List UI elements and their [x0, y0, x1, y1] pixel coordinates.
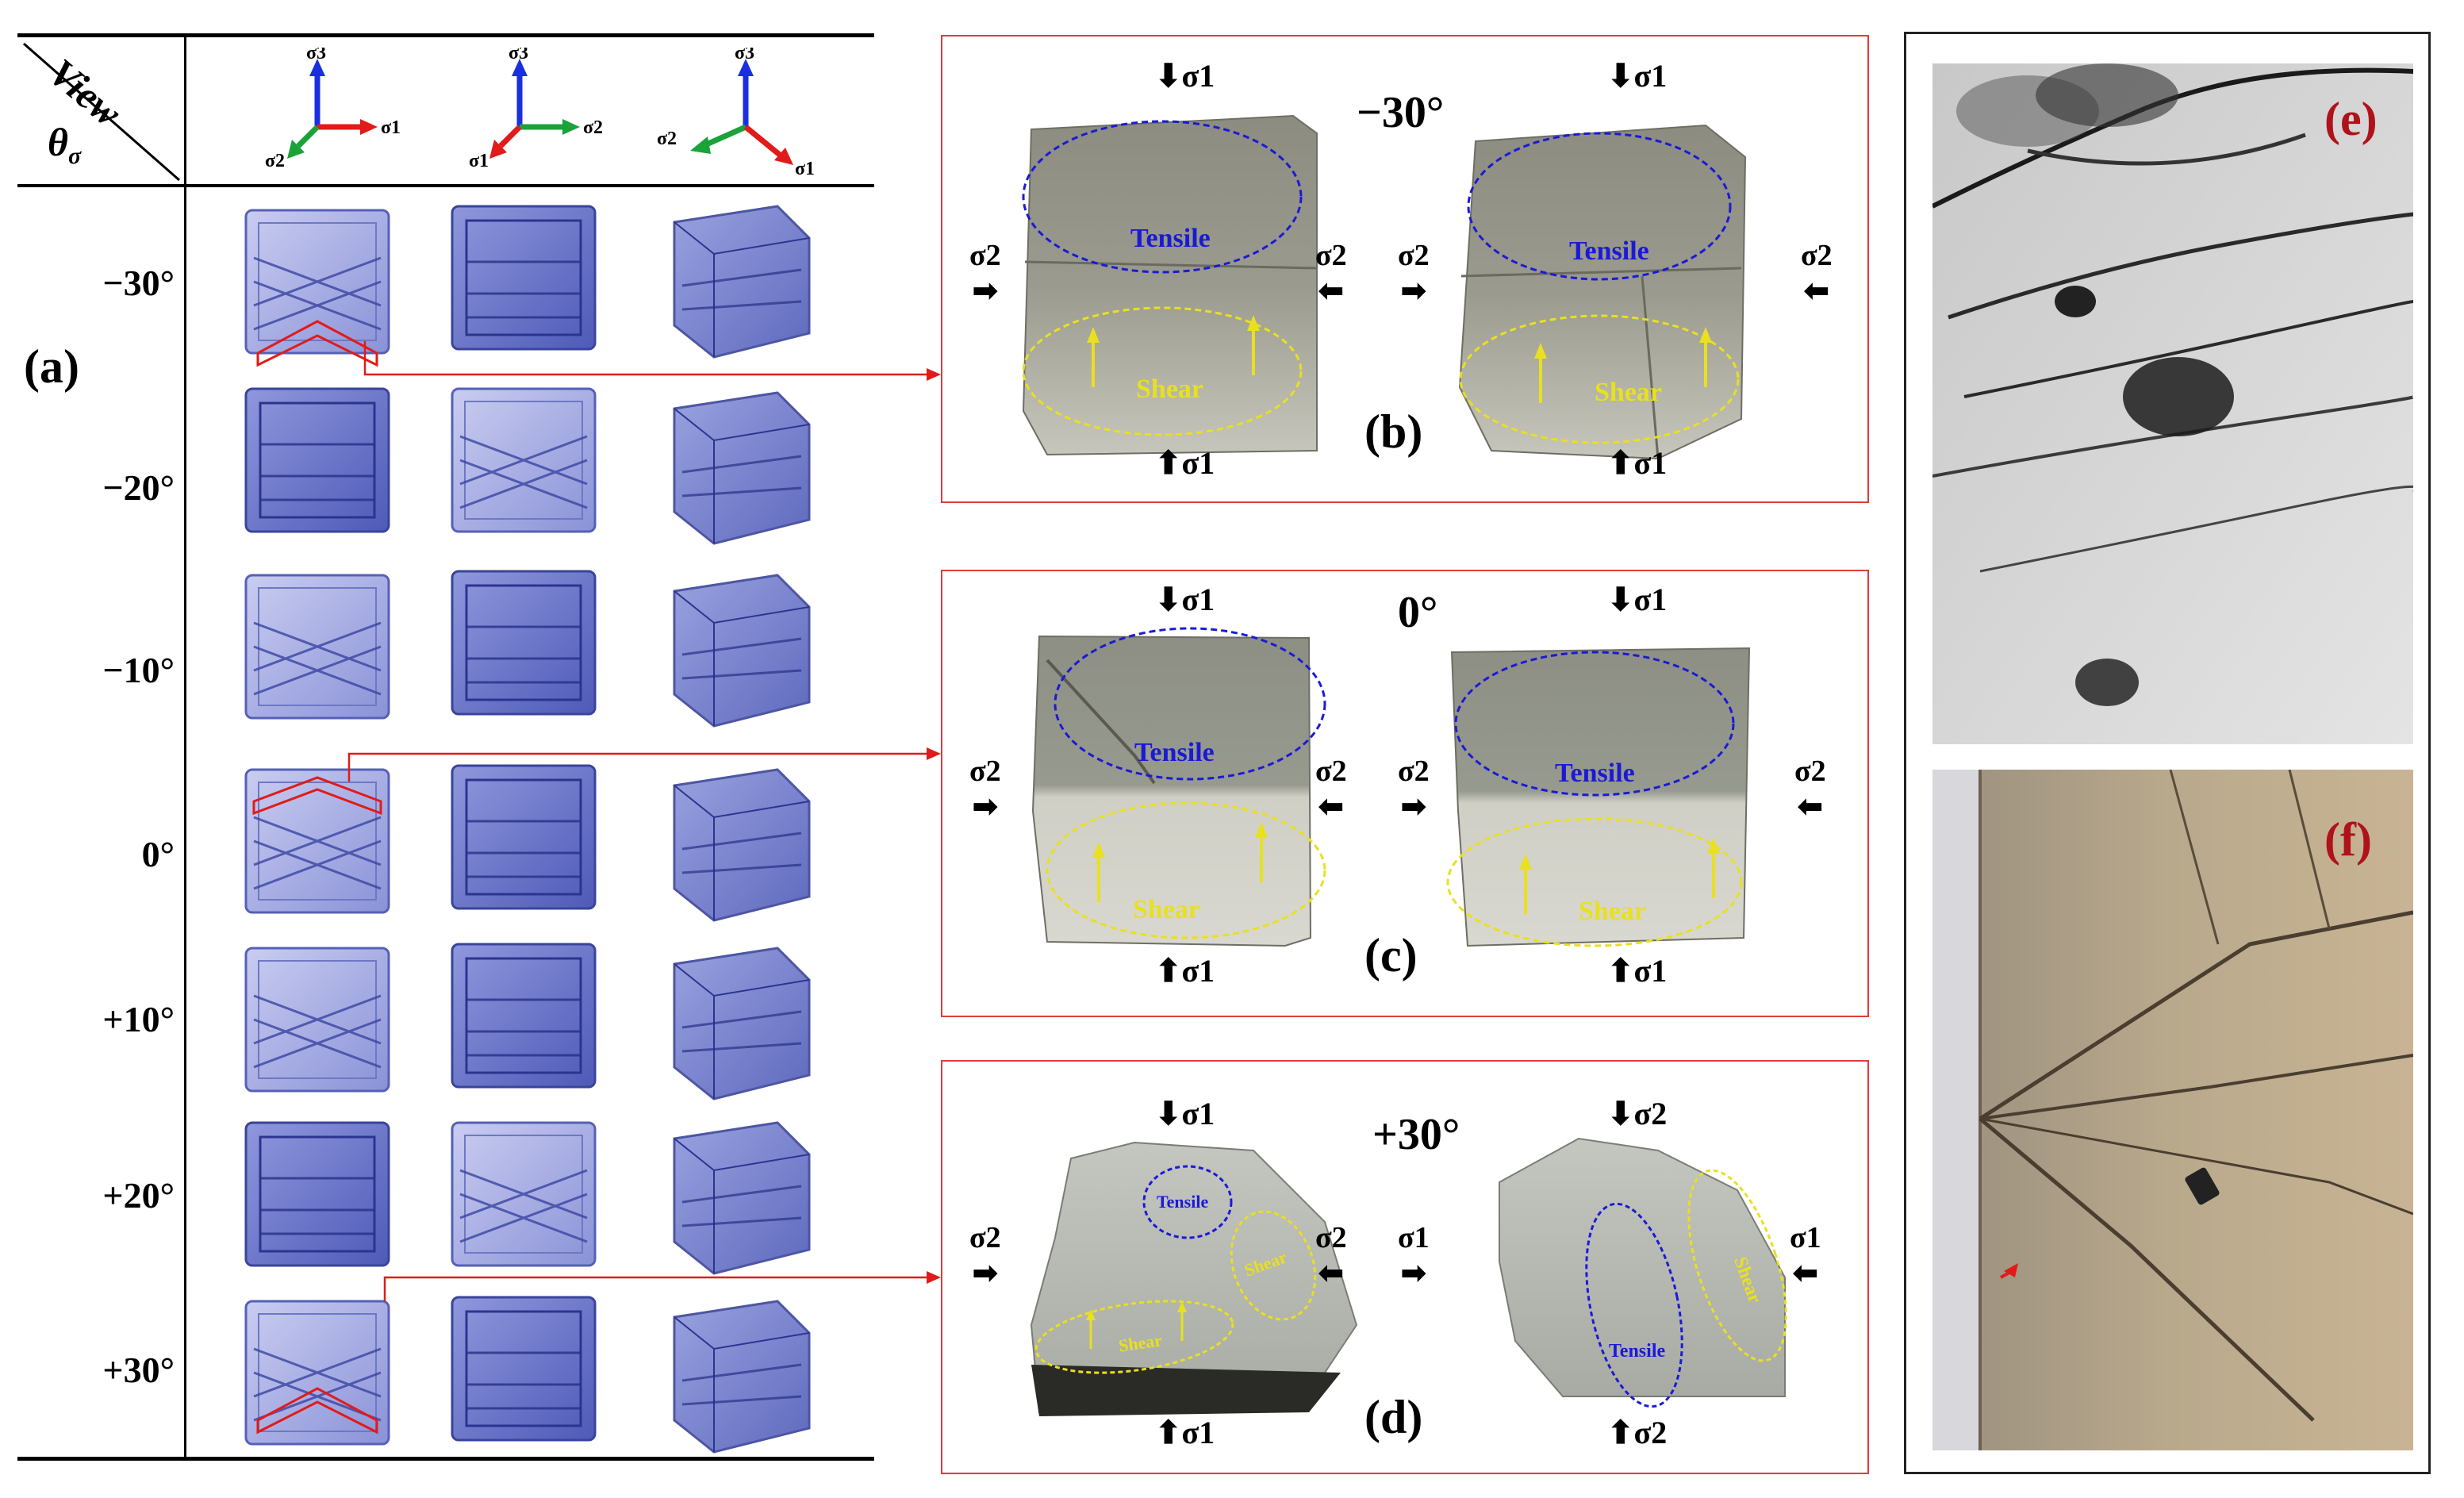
- axis-label-up: σ3: [735, 48, 754, 63]
- panel-d-left-left-stress: σ2➡: [969, 1221, 1001, 1290]
- panel-c-left-stress-1: σ2➡: [969, 755, 1001, 824]
- shear-zone-d1a: [1230, 1210, 1317, 1321]
- panel-d-angle: +30°: [1372, 1110, 1460, 1159]
- row-label-plus20: +20°: [102, 1175, 175, 1216]
- theta-symbol: θ: [48, 120, 68, 164]
- field-photo-e: [1932, 63, 2413, 744]
- header-diagonal: [23, 42, 180, 182]
- panel-d-tensile-2: Tensile: [1609, 1341, 1666, 1362]
- theta-label: θσ: [48, 119, 81, 170]
- panel-b-tensile-1: Tensile: [1130, 224, 1211, 253]
- panel-b-label: (b): [1364, 405, 1423, 458]
- row-label-plus10: +10°: [102, 999, 175, 1039]
- panel-b-left-stress-2: σ2➡: [1398, 239, 1430, 308]
- axis-label-right: σ2: [583, 117, 603, 138]
- table-top-rule: [17, 33, 874, 37]
- panel-ef-frame: [1904, 32, 2431, 1474]
- panel-c-tensile-2: Tensile: [1555, 759, 1635, 788]
- shear-zone-b1: [1022, 306, 1303, 436]
- shear-zone-c1: [1046, 801, 1326, 939]
- panel-c-left-stress-2: σ2➡: [1398, 755, 1430, 824]
- panel-c-top-stress-2: ⬇σ1: [1607, 582, 1668, 617]
- axis-label-right: σ1: [381, 117, 401, 138]
- panel-c-bottom-stress-2: ⬆σ1: [1607, 953, 1668, 989]
- panel-c-shear-1: Shear: [1133, 895, 1200, 924]
- axis-label-diag: σ2: [265, 151, 285, 171]
- row-label-minus10: −10°: [102, 650, 175, 690]
- shear-zone-d2: [1687, 1169, 1787, 1362]
- panel-d-right-bottom-stress: ⬆σ2: [1607, 1415, 1668, 1450]
- panel-b-right-stress-1: σ2⬅: [1315, 239, 1347, 308]
- row-label-minus20: −20°: [102, 467, 175, 508]
- panel-b-bottom-stress-1: ⬆σ1: [1155, 445, 1215, 481]
- axis-triad-view-2: σ3 σ2 σ1: [469, 48, 603, 171]
- panel-b-top-stress-2: ⬇σ1: [1607, 58, 1668, 94]
- panel-b-bottom-stress-2: ⬆σ1: [1607, 445, 1668, 481]
- panel-d-left-bottom-stress: ⬆σ1: [1155, 1415, 1215, 1450]
- row-label-plus30: +30°: [102, 1350, 175, 1390]
- panel-c-shear-2: Shear: [1579, 897, 1646, 926]
- axis-label-up: σ3: [306, 48, 326, 63]
- row-label-minus30: −30°: [102, 263, 175, 303]
- axis-label-left: σ2: [657, 129, 677, 149]
- panel-b-angle: −30°: [1357, 88, 1445, 137]
- tensile-zone-b2: [1467, 132, 1732, 281]
- panel-b-right-stress-2: σ2⬅: [1801, 239, 1833, 308]
- panel-c-right-stress-2: σ2⬅: [1794, 755, 1826, 824]
- panel-c-tensile-1: Tensile: [1134, 738, 1215, 767]
- panel-b-tensile-2: Tensile: [1569, 236, 1649, 266]
- panel-c-right-stress-1: σ2⬅: [1315, 755, 1347, 824]
- field-photo-f: [1932, 770, 2413, 1450]
- axis-label-diag: σ1: [469, 151, 489, 171]
- panel-d-right-top-stress: ⬇σ2: [1607, 1096, 1668, 1131]
- panel-b-shear-1: Shear: [1136, 374, 1203, 404]
- ct-cube-grid: [244, 205, 811, 1454]
- theta-subscript: σ: [67, 143, 82, 169]
- tensile-zone-c1: [1054, 627, 1326, 781]
- table-bottom-rule: [17, 1457, 874, 1461]
- panel-c-label: (c): [1364, 929, 1418, 981]
- table-vertical-rule: [184, 33, 186, 1458]
- connector-lines: [347, 341, 941, 1301]
- panel-a-label: (a): [24, 340, 79, 393]
- tensile-zone-b1: [1022, 120, 1303, 274]
- panel-b-rocks: [1022, 114, 1747, 460]
- row-label-0: 0°: [141, 834, 175, 874]
- shear-zone-b2: [1459, 314, 1740, 444]
- shear-zone-c2: [1446, 817, 1743, 947]
- table-header-rule: [17, 184, 874, 187]
- axis-triad-view-3: σ3 σ2 σ1: [657, 48, 815, 175]
- panel-d-right-left-stress: σ1➡: [1398, 1221, 1430, 1290]
- panel-e-label: (e): [2324, 93, 2378, 145]
- tensile-zone-c2: [1454, 651, 1735, 797]
- panel-d-left-right-stress: σ2⬅: [1315, 1221, 1347, 1290]
- panel-c-angle: 0°: [1398, 588, 1438, 637]
- panel-c-rocks: [1031, 627, 1751, 947]
- panel-b-shear-2: Shear: [1595, 378, 1662, 407]
- panel-f-label: (f): [2324, 813, 2372, 866]
- axis-label-diag: σ1: [795, 159, 815, 175]
- panel-d-label: (d): [1364, 1391, 1423, 1443]
- panel-d-left-top-stress: ⬇σ1: [1155, 1096, 1215, 1131]
- tensile-zone-d1: [1142, 1165, 1233, 1239]
- axis-triad-view-1: σ3 σ1 σ2: [265, 48, 401, 171]
- panel-c-bottom-stress-1: ⬆σ1: [1155, 953, 1215, 989]
- panel-b-left-stress-1: σ2➡: [969, 239, 1001, 308]
- shear-zone-d1b: [1034, 1300, 1234, 1374]
- axis-label-up: σ3: [509, 48, 528, 63]
- tensile-zone-d2: [1585, 1202, 1683, 1408]
- panel-d-tensile-1: Tensile: [1157, 1192, 1209, 1212]
- panel-d-right-right-stress: σ1⬅: [1790, 1221, 1821, 1290]
- panel-c-top-stress-1: ⬇σ1: [1155, 582, 1215, 617]
- panel-b-top-stress-1: ⬇σ1: [1155, 58, 1215, 94]
- panel-d-rocks: [1030, 1137, 1787, 1416]
